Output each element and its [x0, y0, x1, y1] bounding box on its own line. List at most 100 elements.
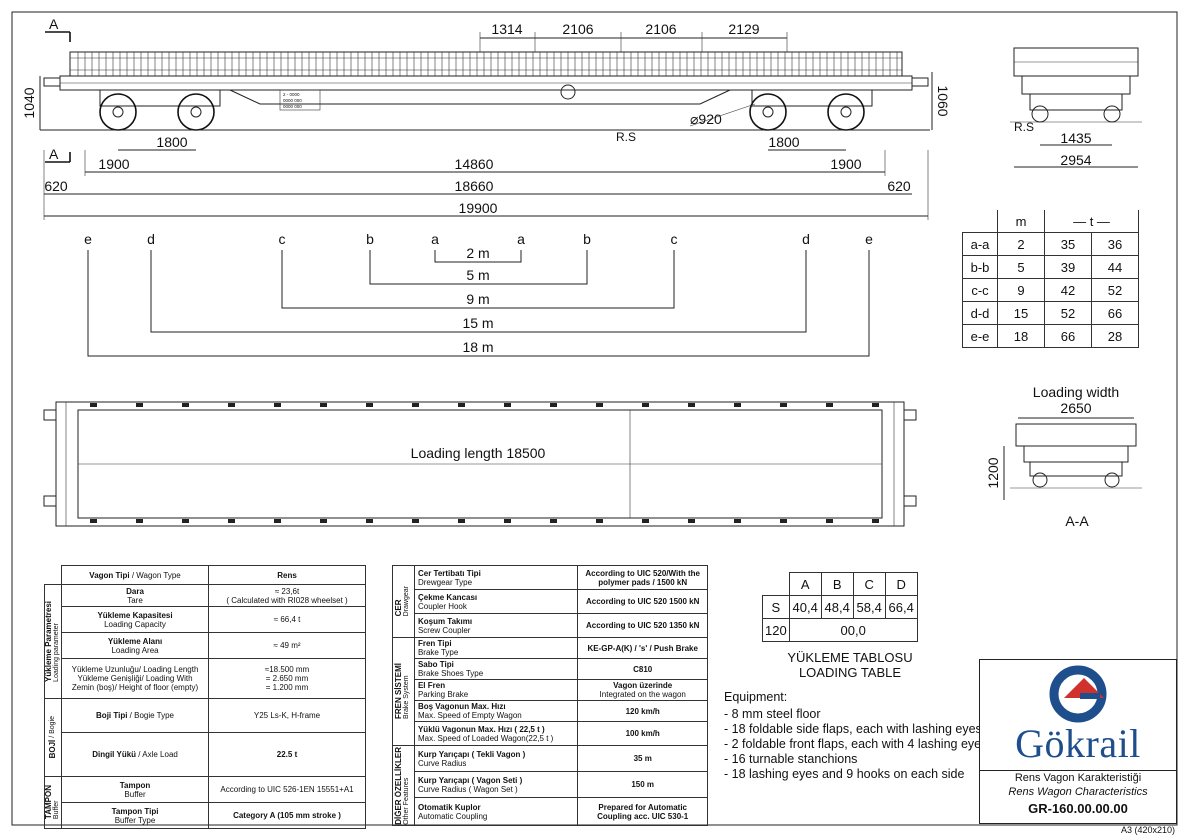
abcd-row-s: S 40,4 48,4 58,4 66,4 — [762, 595, 918, 619]
overall-length: 19900 — [459, 200, 498, 216]
spec-brake-type-tr: Fren Tipi — [417, 639, 452, 648]
section-mark-bottom: A — [49, 146, 59, 162]
wheel-2 — [177, 93, 215, 131]
wheel-leader — [689, 103, 756, 127]
wheel-3 — [749, 93, 787, 131]
caption-en: LOADING TABLE — [798, 665, 902, 680]
spec-empty-speed-value: 120 km/h — [577, 700, 708, 722]
spec-buffer-type-value-text: Category A (105 mm stroke ) — [233, 811, 341, 820]
span-a — [434, 250, 522, 263]
abcd-s-b: 48,4 — [820, 595, 854, 619]
end-view: R.S 1435 2954 — [1010, 47, 1142, 168]
loading-table-corner — [962, 210, 998, 233]
end-left: 1900 — [98, 156, 129, 172]
lashing-eye — [504, 519, 511, 523]
bogie-left — [99, 89, 221, 131]
buffer-left — [43, 77, 61, 87]
spec-axle-load-tr: Dingil Yükü — [92, 750, 137, 759]
loading-table-head-t-text: t — [1089, 213, 1094, 229]
span-b-label: 5 m — [466, 267, 489, 283]
lashing-eye — [274, 403, 281, 407]
spec-tare-tr: Dara — [126, 586, 144, 596]
loading-row-m: 9 — [997, 278, 1045, 302]
spec-axle-load-en: / Axle Load — [136, 750, 178, 759]
lashing-eye — [182, 403, 189, 407]
brand-name: Gökrail — [1015, 721, 1141, 766]
bogie-spacing-right: 1800 — [768, 134, 799, 150]
lashing-eye — [90, 403, 97, 407]
width-dim: 2954 — [1060, 152, 1091, 168]
lashing-eye — [872, 403, 879, 407]
lashing-eye — [458, 519, 465, 523]
spec-tare-value: ≈ 23,6t( Calculated with RI028 wheelset … — [208, 584, 366, 607]
equipment-list: Equipment: - 8 mm steel floor - 18 folda… — [724, 690, 987, 782]
loading-width-value: 2650 — [1060, 400, 1091, 416]
spec-group-brake-sub: Brake System — [403, 675, 411, 720]
spec-group-bogie-sub: / Bogie — [49, 716, 56, 741]
wheel-diameter: ⌀920 — [690, 111, 722, 127]
spec-parking-brake-en: Parking Brake — [417, 690, 469, 699]
lashing-eye — [90, 519, 97, 523]
loading-row: d-d 15 52 66 — [962, 301, 1139, 325]
span-c-label: 9 m — [466, 291, 489, 307]
loading-row-t1: 35 — [1044, 232, 1092, 256]
dim-2129: 2129 — [728, 21, 759, 37]
spec-curve-single-tr: Kurp Yarıçapı ( Tekli Vagon ) — [417, 749, 526, 759]
loading-row-t1: 42 — [1044, 278, 1092, 302]
buffer-right — [911, 77, 929, 87]
spec-curve-set-value: 150 m — [577, 771, 708, 798]
span-b — [369, 250, 588, 285]
span-c — [281, 250, 675, 309]
spec-buffer-type-tr: Tampon Tipi — [111, 806, 159, 816]
spec-loaded-speed-tr: Yüklü Vagonun Max. Hızı ( 22,5 t ) — [417, 724, 545, 734]
plan-buffer-4 — [903, 495, 917, 507]
equipment-item: - 18 lashing eyes and 9 hooks on each si… — [724, 767, 965, 781]
letter-e-right: e — [865, 231, 873, 247]
lashing-eye — [688, 403, 695, 407]
spec-buffer-value: According to UIC 526-1EN 15551+A1 — [208, 776, 366, 803]
dim-2106-b: 2106 — [645, 21, 676, 37]
lashing-eye — [320, 403, 327, 407]
axle-2 — [190, 106, 202, 118]
spec-curve-set-value-text: 150 m — [631, 780, 655, 789]
loading-length: Loading length 18500 — [411, 445, 546, 461]
loading-row-t2: 36 — [1091, 232, 1139, 256]
bogie-right-frame — [751, 89, 873, 107]
axle-4 — [840, 106, 852, 118]
plan-outer — [55, 401, 905, 527]
title-tr: Rens Vagon Karakteristiği — [1014, 772, 1142, 784]
section-label: A-A — [1065, 513, 1089, 529]
spec-capacity-value: ≈ 66,4 t — [208, 606, 366, 633]
sheet-size: A3 (420x210) — [1120, 825, 1175, 835]
height-left: 1040 — [21, 87, 37, 118]
spec-loaded-speed-value: 100 km/h — [577, 721, 708, 746]
spec-curve-single-value: 35 m — [577, 745, 708, 772]
loading-row-t1: 66 — [1044, 324, 1092, 348]
spec-parking-brake-v1: Vagon üzerinde — [613, 681, 673, 690]
plan-buffer-1 — [43, 409, 57, 421]
loading-row-m: 18 — [997, 324, 1045, 348]
spec-auto-coupling-v1: Prepared for Automatic — [598, 802, 687, 812]
equipment-title: Equipment: — [724, 690, 788, 704]
spec-curve-single-value-text: 35 m — [633, 754, 652, 763]
plate-text-1: 2 - 0000 — [283, 92, 300, 97]
loading-row-t1: 39 — [1044, 255, 1092, 279]
spec-buffer-tr: Tampon — [119, 780, 151, 790]
spec-screw-coupler-tr: Koşum Takımı — [417, 616, 473, 626]
